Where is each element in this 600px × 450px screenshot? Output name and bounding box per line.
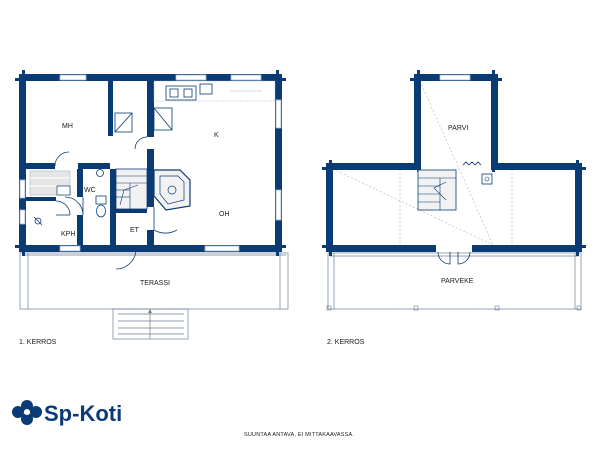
logo-text: Sp-Koti — [44, 401, 122, 426]
sauna-benches — [29, 170, 71, 196]
balcony-outline — [327, 252, 582, 310]
room-label-parveke: PARVEKE — [441, 278, 474, 285]
floor1-room-labels: MH K WC KPH ET OH TERASSI — [61, 123, 230, 287]
room-label-kph: KPH — [61, 231, 75, 238]
floor1-interior-walls — [19, 74, 154, 252]
floor2-walls — [322, 70, 586, 256]
room-label-terassi: TERASSI — [140, 280, 170, 287]
wc-fixtures — [33, 169, 107, 226]
room-label-et: ET — [130, 227, 140, 234]
floor2-stairs — [417, 169, 457, 211]
fireplace — [153, 169, 191, 211]
floor1-doors — [54, 136, 178, 270]
room-label-oh: OH — [219, 211, 230, 218]
room-label-k: K — [214, 132, 219, 139]
floor1-plan: MH K WC KPH ET OH TERASSI 1. KERROS — [15, 70, 289, 346]
floor1-windows — [19, 74, 282, 252]
balcony-posts — [326, 305, 582, 311]
balcony-door — [437, 251, 471, 265]
chimney — [462, 161, 493, 185]
floor1-stairs — [115, 168, 148, 210]
floor1-caption: 1. KERROS — [19, 339, 57, 346]
terrace-steps — [112, 308, 189, 340]
room-label-parvi: PARVI — [448, 125, 468, 132]
sp-koti-logo-icon — [12, 400, 42, 425]
floor2-caption: 2. KERROS — [327, 339, 365, 346]
kitchen-fixtures — [153, 80, 276, 131]
room-label-mh: MH — [62, 123, 73, 130]
floor2-room-labels: PARVI PARVEKE — [441, 125, 474, 285]
mh-closet — [114, 112, 133, 133]
floor2-plan: PARVI PARVEKE 2. KERROS — [322, 70, 586, 346]
roof-slope-lines — [332, 80, 513, 246]
room-label-wc: WC — [84, 187, 96, 194]
sp-koti-logo: Sp-Koti — [12, 400, 122, 426]
floor2-windows — [439, 74, 471, 81]
disclaimer-note: SUUNTAA ANTAVA, EI MITTAKAAVASSA. — [244, 432, 354, 438]
